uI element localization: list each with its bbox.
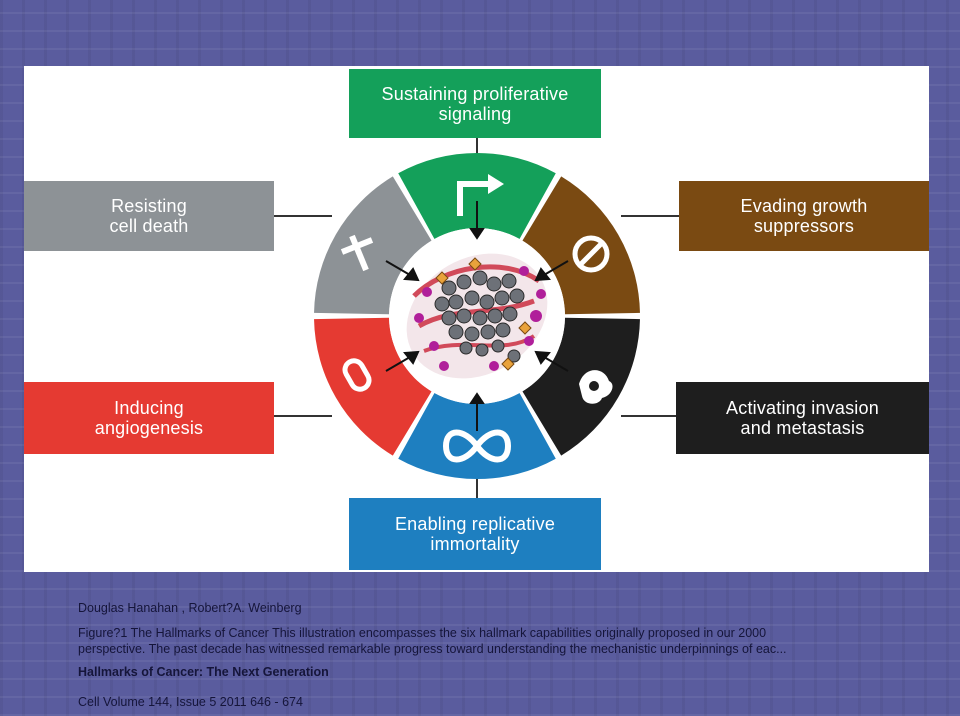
label-growth-suppressors: Evading growth suppressors	[740, 196, 868, 236]
ring-segment-angiogenesis	[314, 317, 432, 456]
cross-icon	[340, 234, 374, 272]
no-sign-icon	[572, 235, 610, 273]
inward-arrows	[385, 201, 569, 431]
caption-line-2: perspective. The past decade has witness…	[78, 642, 787, 656]
label-invasion: Activating invasion and metastasis	[726, 398, 879, 438]
hallmarks-figure: Sustaining proliferative signaling Evadi…	[24, 66, 929, 572]
infinity-icon	[442, 429, 512, 463]
arrow-icon	[457, 174, 504, 216]
ring-segment-growth-suppressors	[522, 176, 640, 315]
article-title-link[interactable]: Hallmarks of Cancer: The Next Generation	[78, 665, 329, 679]
label-angiogenesis: Inducing angiogenesis	[94, 398, 204, 438]
box-invasion	[676, 382, 929, 454]
box-growth-suppressors	[679, 181, 929, 251]
ring-segment-immortality	[398, 393, 556, 479]
box-cell-death	[24, 181, 274, 251]
journal-citation: Cell Volume 144, Issue 5 2011 646 - 674	[78, 695, 303, 709]
box-proliferative	[349, 69, 601, 138]
tumor-cells-illustration	[406, 253, 548, 379]
vessel-icon	[342, 358, 372, 392]
box-immortality	[349, 498, 601, 570]
ring-segment-cell-death	[314, 176, 432, 315]
caption-line-1: Figure?1 The Hallmarks of Cancer This il…	[78, 626, 767, 640]
label-proliferative: Sustaining proliferative signaling	[381, 83, 569, 124]
label-cell-death: Resisting cell death	[109, 196, 189, 236]
caption-authors: Douglas Hanahan , Robert?A. Weinberg	[78, 601, 302, 615]
ring-segment-proliferative	[398, 153, 556, 239]
cell-icon	[579, 370, 613, 404]
box-angiogenesis	[24, 382, 274, 454]
hallmarks-diagram	[24, 69, 929, 570]
label-immortality: Enabling replicative immortality	[394, 514, 556, 554]
